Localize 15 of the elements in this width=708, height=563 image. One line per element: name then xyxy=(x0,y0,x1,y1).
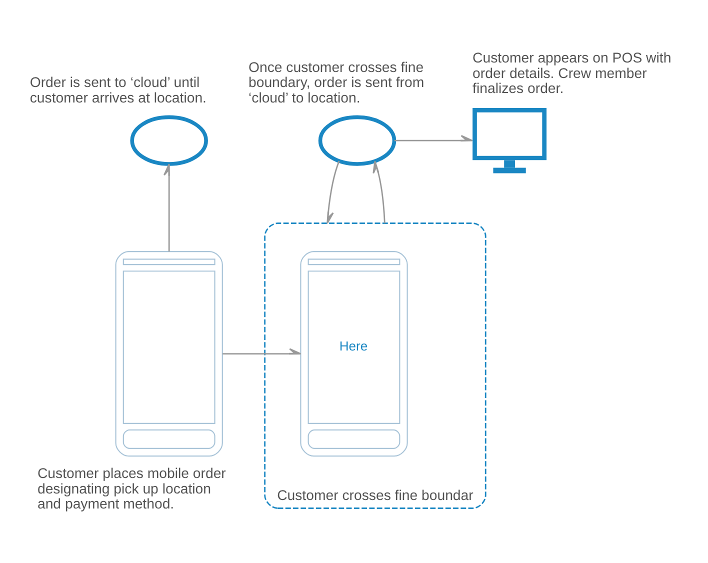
node-picture xyxy=(115,250,223,456)
node-cloud xyxy=(130,114,208,166)
arrow xyxy=(163,162,170,252)
node-label: Customer places mobile order designating pick up location and payment method. xyxy=(37,464,226,512)
node-label: Customer appears on POS with order details. Crew member finalizes order. xyxy=(472,49,672,96)
node-box: Here xyxy=(300,250,408,456)
node-cloud xyxy=(318,114,396,166)
node-label: Once customer crosses fine boundary, order is sent from ‘cloud’ to location. xyxy=(248,58,424,105)
node-label: Order is sent to ‘cloud’ until customer arrives at location. xyxy=(30,74,206,105)
arrow xyxy=(372,160,386,223)
cluster xyxy=(264,222,486,508)
arrow xyxy=(326,160,340,224)
arrow xyxy=(222,348,302,354)
node-label: Customer crosses fine boundar xyxy=(277,486,474,502)
arrow xyxy=(394,134,473,141)
